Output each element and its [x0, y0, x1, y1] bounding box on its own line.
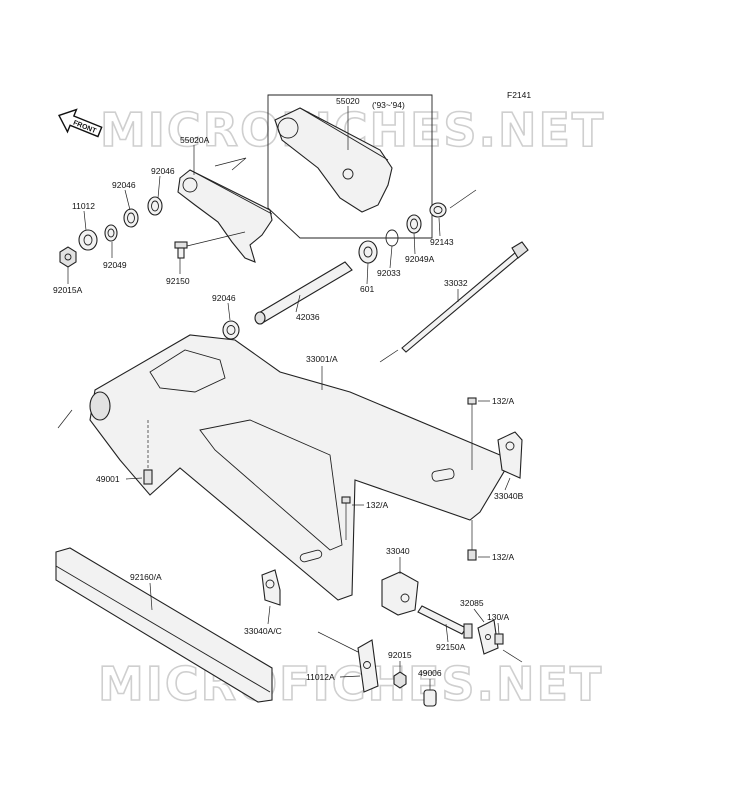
label-92046-upper: 92046 — [151, 166, 175, 176]
label-92160A: 92160/A — [130, 572, 162, 582]
label-130A: 130/A — [487, 612, 510, 622]
label-132A-mid: 132/A — [366, 500, 389, 510]
label-92049: 92049 — [103, 260, 127, 270]
adjuster-block-33040 — [381, 571, 419, 616]
swingarm-33001A — [89, 334, 506, 601]
label-601: 601 — [360, 284, 374, 294]
seal-92049 — [104, 224, 118, 242]
label-33032: 33032 — [444, 278, 468, 288]
chain-slipper-92160A — [55, 547, 273, 703]
bearing-92046-lower — [222, 320, 240, 340]
bearing-601 — [358, 240, 378, 264]
bolt-132A-top — [467, 397, 477, 470]
sleeve-42036 — [254, 261, 353, 325]
label-55020: 55020 — [336, 96, 360, 106]
bracket-33040B — [497, 431, 523, 479]
cap-49006 — [423, 689, 437, 707]
label-92015: 92015 — [388, 650, 412, 660]
label-33001A: 33001/A — [306, 354, 338, 364]
label-92015A: 92015A — [53, 285, 83, 295]
lead-92150 — [186, 231, 246, 247]
label-92150: 92150 — [166, 276, 190, 286]
adjuster-11012A — [357, 639, 379, 693]
bolt-130A — [494, 633, 504, 645]
chain-guard-55020 — [274, 107, 393, 213]
label-92049A: 92049A — [405, 254, 435, 264]
plate-32085 — [477, 619, 499, 655]
fitting-49001 — [143, 420, 153, 485]
bolt-92150 — [174, 241, 188, 259]
year-note: ('93~'94) — [372, 100, 405, 110]
nut-92015A — [59, 246, 77, 268]
collar-92143 — [429, 202, 447, 218]
label-11012: 11012 — [72, 201, 95, 211]
label-92046-lower: 92046 — [212, 293, 236, 303]
label-42036: 42036 — [296, 312, 320, 322]
label-33040: 33040 — [386, 546, 410, 556]
arrow-right-lower — [502, 649, 523, 663]
arrow-pivot-left — [57, 409, 73, 429]
label-49006: 49006 — [418, 668, 442, 678]
chain-guard-55020A — [177, 169, 273, 263]
label-92033: 92033 — [377, 268, 401, 278]
label-33040B: 33040B — [494, 491, 524, 501]
label-92046-mid: 92046 — [112, 180, 136, 190]
bearing-92046-mid — [123, 208, 139, 228]
figure-code: F2141 — [507, 90, 531, 100]
arrow-33032 — [379, 349, 399, 363]
seal-92049A — [406, 214, 422, 234]
bolt-132A-mid — [341, 496, 351, 540]
bolt-92150A — [417, 605, 473, 639]
inset-frame — [267, 94, 433, 239]
label-132A-top: 132/A — [492, 396, 515, 406]
label-132A-bottom: 132/A — [492, 552, 515, 562]
arrow-55020A — [214, 157, 247, 171]
washer-11012 — [78, 229, 98, 251]
pivot-shaft-33032 — [401, 241, 529, 353]
bracket-33040AC — [261, 569, 281, 606]
label-55020A: 55020A — [180, 135, 210, 145]
label-49001: 49001 — [96, 474, 120, 484]
nut-92015 — [393, 671, 407, 689]
front-arrow-icon: FRONT — [58, 108, 103, 138]
label-92143: 92143 — [430, 237, 454, 247]
label-92150A: 92150A — [436, 642, 466, 652]
watermark-bottom: MICROFICHES.NET — [98, 657, 603, 711]
bearing-92046-upper — [147, 196, 163, 216]
label-33040AC: 33040A/C — [244, 626, 282, 636]
label-11012A: 11012A — [306, 672, 335, 682]
bolt-132A-bottom — [467, 520, 477, 561]
arrow-11012A — [317, 631, 359, 653]
label-32085: 32085 — [460, 598, 484, 608]
arrow-92143 — [449, 189, 477, 209]
